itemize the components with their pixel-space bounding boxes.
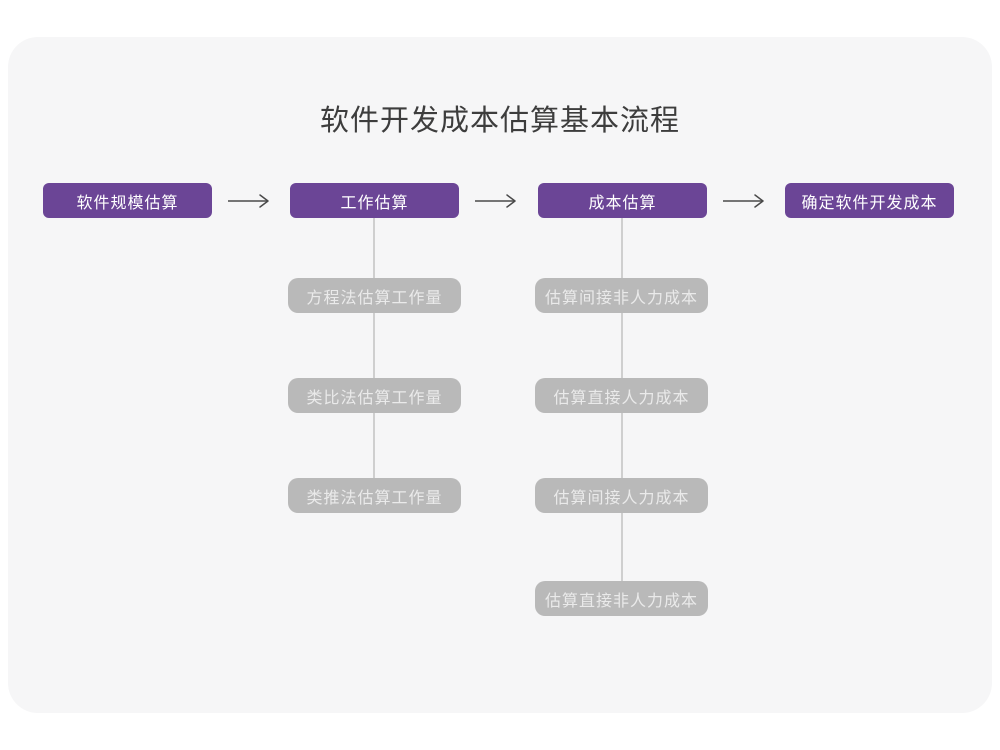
substep-label: 类推法估算工作量: [306, 489, 443, 507]
substep-extrapolation-method: 类推法估算工作量: [288, 478, 461, 513]
connector-line-work: [373, 218, 375, 480]
substep-indirect-labor-cost: 估算间接人力成本: [535, 478, 708, 513]
flow-step-determine-development-cost: 确定软件开发成本: [785, 183, 954, 218]
substep-label: 估算间接人力成本: [553, 489, 690, 507]
flow-step-cost-estimation: 成本估算: [538, 183, 707, 218]
flow-step-work-estimation: 工作估算: [290, 183, 459, 218]
flow-step-label: 工作估算: [340, 194, 409, 212]
flow-step-label: 软件规模估算: [76, 194, 179, 212]
substep-direct-nonlabor-cost: 估算直接非人力成本: [535, 581, 708, 616]
substep-analogy-method: 类比法估算工作量: [288, 378, 461, 413]
substep-equation-method: 方程法估算工作量: [288, 278, 461, 313]
substep-label: 估算直接人力成本: [553, 389, 690, 407]
substep-label: 类比法估算工作量: [306, 389, 443, 407]
substep-label: 估算直接非人力成本: [544, 592, 698, 610]
flow-step-label: 确定软件开发成本: [801, 194, 938, 212]
arrow-right-icon: [475, 194, 516, 208]
substep-indirect-nonlabor-cost: 估算间接非人力成本: [535, 278, 708, 313]
substep-direct-labor-cost: 估算直接人力成本: [535, 378, 708, 413]
flow-step-label: 成本估算: [588, 194, 657, 212]
substep-label: 估算间接非人力成本: [544, 289, 698, 307]
arrow-right-icon: [723, 194, 764, 208]
flowchart-card: 软件开发成本估算基本流程 软件规模估算 工作估算 成本估算 确定软件开发成本 方…: [8, 37, 992, 713]
arrow-right-icon: [228, 194, 269, 208]
diagram-title: 软件开发成本估算基本流程: [319, 105, 680, 137]
substep-label: 方程法估算工作量: [306, 289, 443, 307]
flow-step-software-scale-estimation: 软件规模估算: [43, 183, 212, 218]
